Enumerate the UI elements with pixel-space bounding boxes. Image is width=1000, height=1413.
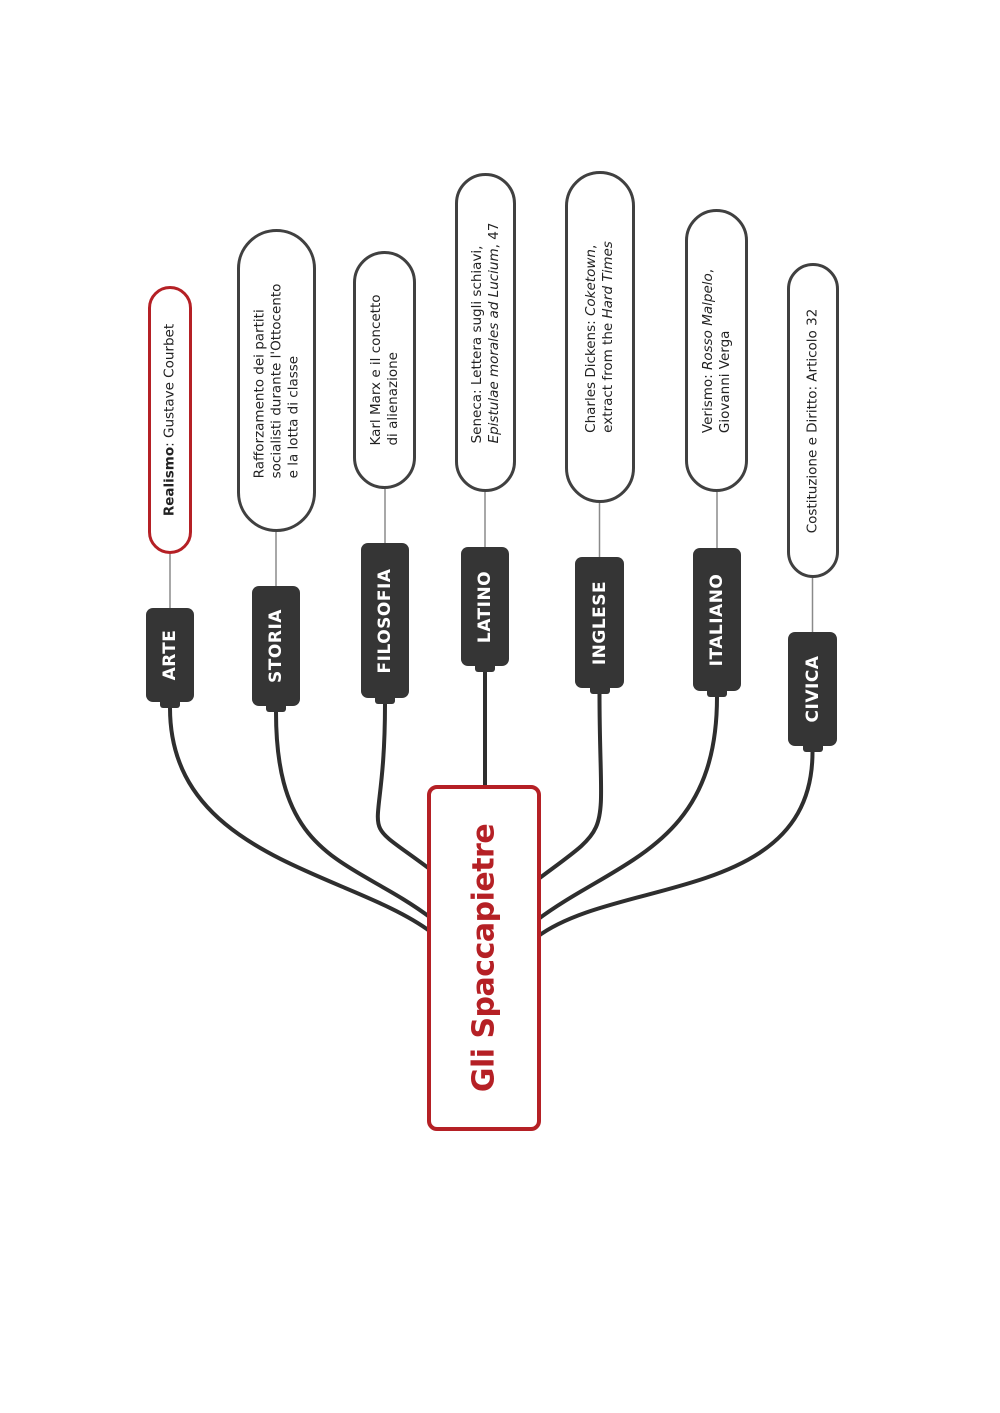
topic-text-segment: Coketown xyxy=(583,249,599,317)
subject-node-filosofia[interactable]: FILOSOFIA xyxy=(361,543,409,704)
subject-label-italiano: ITALIANO xyxy=(707,573,727,666)
topic-node-inglese[interactable]: Charles Dickens: Coketown,extract from t… xyxy=(565,171,635,503)
topic-text-inglese: Charles Dickens: Coketown,extract from t… xyxy=(583,241,617,433)
branch-line-inglese xyxy=(535,692,604,882)
branch-line-filosofia xyxy=(375,702,433,872)
topic-line: Rafforzamento dei partiti xyxy=(251,283,268,478)
topic-line: Epistulae morales ad Lucium, 47 xyxy=(486,222,503,443)
topic-text-segment: di alienazione xyxy=(384,352,401,446)
subject-node-tab xyxy=(802,745,823,752)
topic-text-civica: Costituzione e Diritto: Articolo 32 xyxy=(805,308,822,533)
topic-line: Realismo: Gustave Courbet xyxy=(162,324,179,516)
branch-line-storia xyxy=(274,710,433,920)
topic-node-arte[interactable]: Realismo: Gustave Courbet xyxy=(148,286,192,554)
topic-text-segment: , 47 xyxy=(485,222,502,248)
subject-node-italiano[interactable]: ITALIANO xyxy=(693,548,741,697)
topic-node-latino[interactable]: Seneca: Lettera sugli schiavi,Epistulae … xyxy=(455,173,516,492)
subject-node-tab xyxy=(266,705,286,712)
topic-line: Seneca: Lettera sugli schiavi, xyxy=(469,222,486,443)
subject-label-arte: ARTE xyxy=(160,629,180,681)
subject-label-storia: STORIA xyxy=(266,609,286,683)
subject-node-tab xyxy=(707,690,727,697)
topic-text-segment: Realismo xyxy=(161,446,178,517)
topic-text-latino: Seneca: Lettera sugli schiavi,Epistulae … xyxy=(469,222,503,443)
subject-node-tab xyxy=(375,697,395,704)
central-topic[interactable]: Gli Spaccapietre xyxy=(427,785,541,1131)
topic-text-italiano: Verismo: Rosso Malpelo,Giovanni Verga xyxy=(700,268,734,432)
topic-line: socialisti durante l'Ottocento xyxy=(268,283,285,478)
topic-line: Verismo: Rosso Malpelo, xyxy=(700,268,717,432)
topic-line: e la lotta di classe xyxy=(285,283,302,478)
subject-label-inglese: INGLESE xyxy=(589,580,610,665)
subject-node-tab xyxy=(160,701,180,708)
subject-node-tab xyxy=(475,665,495,672)
central-topic-title: Gli Spaccapietre xyxy=(466,823,502,1093)
topic-text-segment: , xyxy=(699,268,716,273)
subject-node-arte[interactable]: ARTE xyxy=(146,608,194,708)
topic-text-segment: Karl Marx e il concetto xyxy=(367,294,384,446)
topic-text-segment: Verismo: xyxy=(699,369,716,433)
subject-node-storia[interactable]: STORIA xyxy=(252,586,300,712)
topic-text-segment: socialisti durante l'Ottocento xyxy=(268,283,284,478)
topic-line: Costituzione e Diritto: Articolo 32 xyxy=(805,308,822,533)
topic-line: Karl Marx e il concetto xyxy=(368,294,385,445)
topic-node-italiano[interactable]: Verismo: Rosso Malpelo,Giovanni Verga xyxy=(685,209,748,492)
topic-text-segment: Costituzione e Diritto: Articolo 32 xyxy=(804,308,821,533)
topic-text-segment: : Gustave Courbet xyxy=(161,323,178,447)
topic-line: extract from the Hard Times xyxy=(600,241,617,433)
branch-line-civica xyxy=(535,750,815,939)
topic-text-segment: Hard Times xyxy=(600,241,616,319)
subject-label-filosofia: FILOSOFIA xyxy=(375,568,395,673)
topic-line: Charles Dickens: Coketown, xyxy=(583,241,600,433)
subject-node-civica[interactable]: CIVICA xyxy=(788,632,837,752)
topic-text-segment: Giovanni Verga xyxy=(716,330,733,433)
subject-label-civica: CIVICA xyxy=(802,655,823,723)
topic-text-segment: e la lotta di classe xyxy=(285,355,301,478)
topic-text-segment: Seneca: Lettera sugli schiavi, xyxy=(468,245,485,443)
topic-text-segment: extract from the xyxy=(600,318,616,433)
topic-text-segment: Epistulae morales ad Lucium xyxy=(485,247,502,443)
topic-node-civica[interactable]: Costituzione e Diritto: Articolo 32 xyxy=(787,263,839,578)
subject-label-latino: LATINO xyxy=(475,570,495,643)
subject-node-inglese[interactable]: INGLESE xyxy=(575,557,624,694)
topic-line: di alienazione xyxy=(385,294,402,445)
topic-text-segment: Rafforzamento dei partiti xyxy=(251,308,267,478)
topic-text-segment: Charles Dickens: xyxy=(583,316,599,433)
subject-node-tab xyxy=(589,687,610,694)
branch-line-italiano xyxy=(535,695,719,922)
topic-line: Giovanni Verga xyxy=(716,268,734,433)
branch-line-arte xyxy=(168,706,433,934)
topic-text-segment: , xyxy=(583,244,599,250)
topic-text-segment: Rosso Malpelo xyxy=(699,272,716,370)
topic-text-arte: Realismo: Gustave Courbet xyxy=(162,324,179,516)
subject-node-latino[interactable]: LATINO xyxy=(461,547,509,672)
